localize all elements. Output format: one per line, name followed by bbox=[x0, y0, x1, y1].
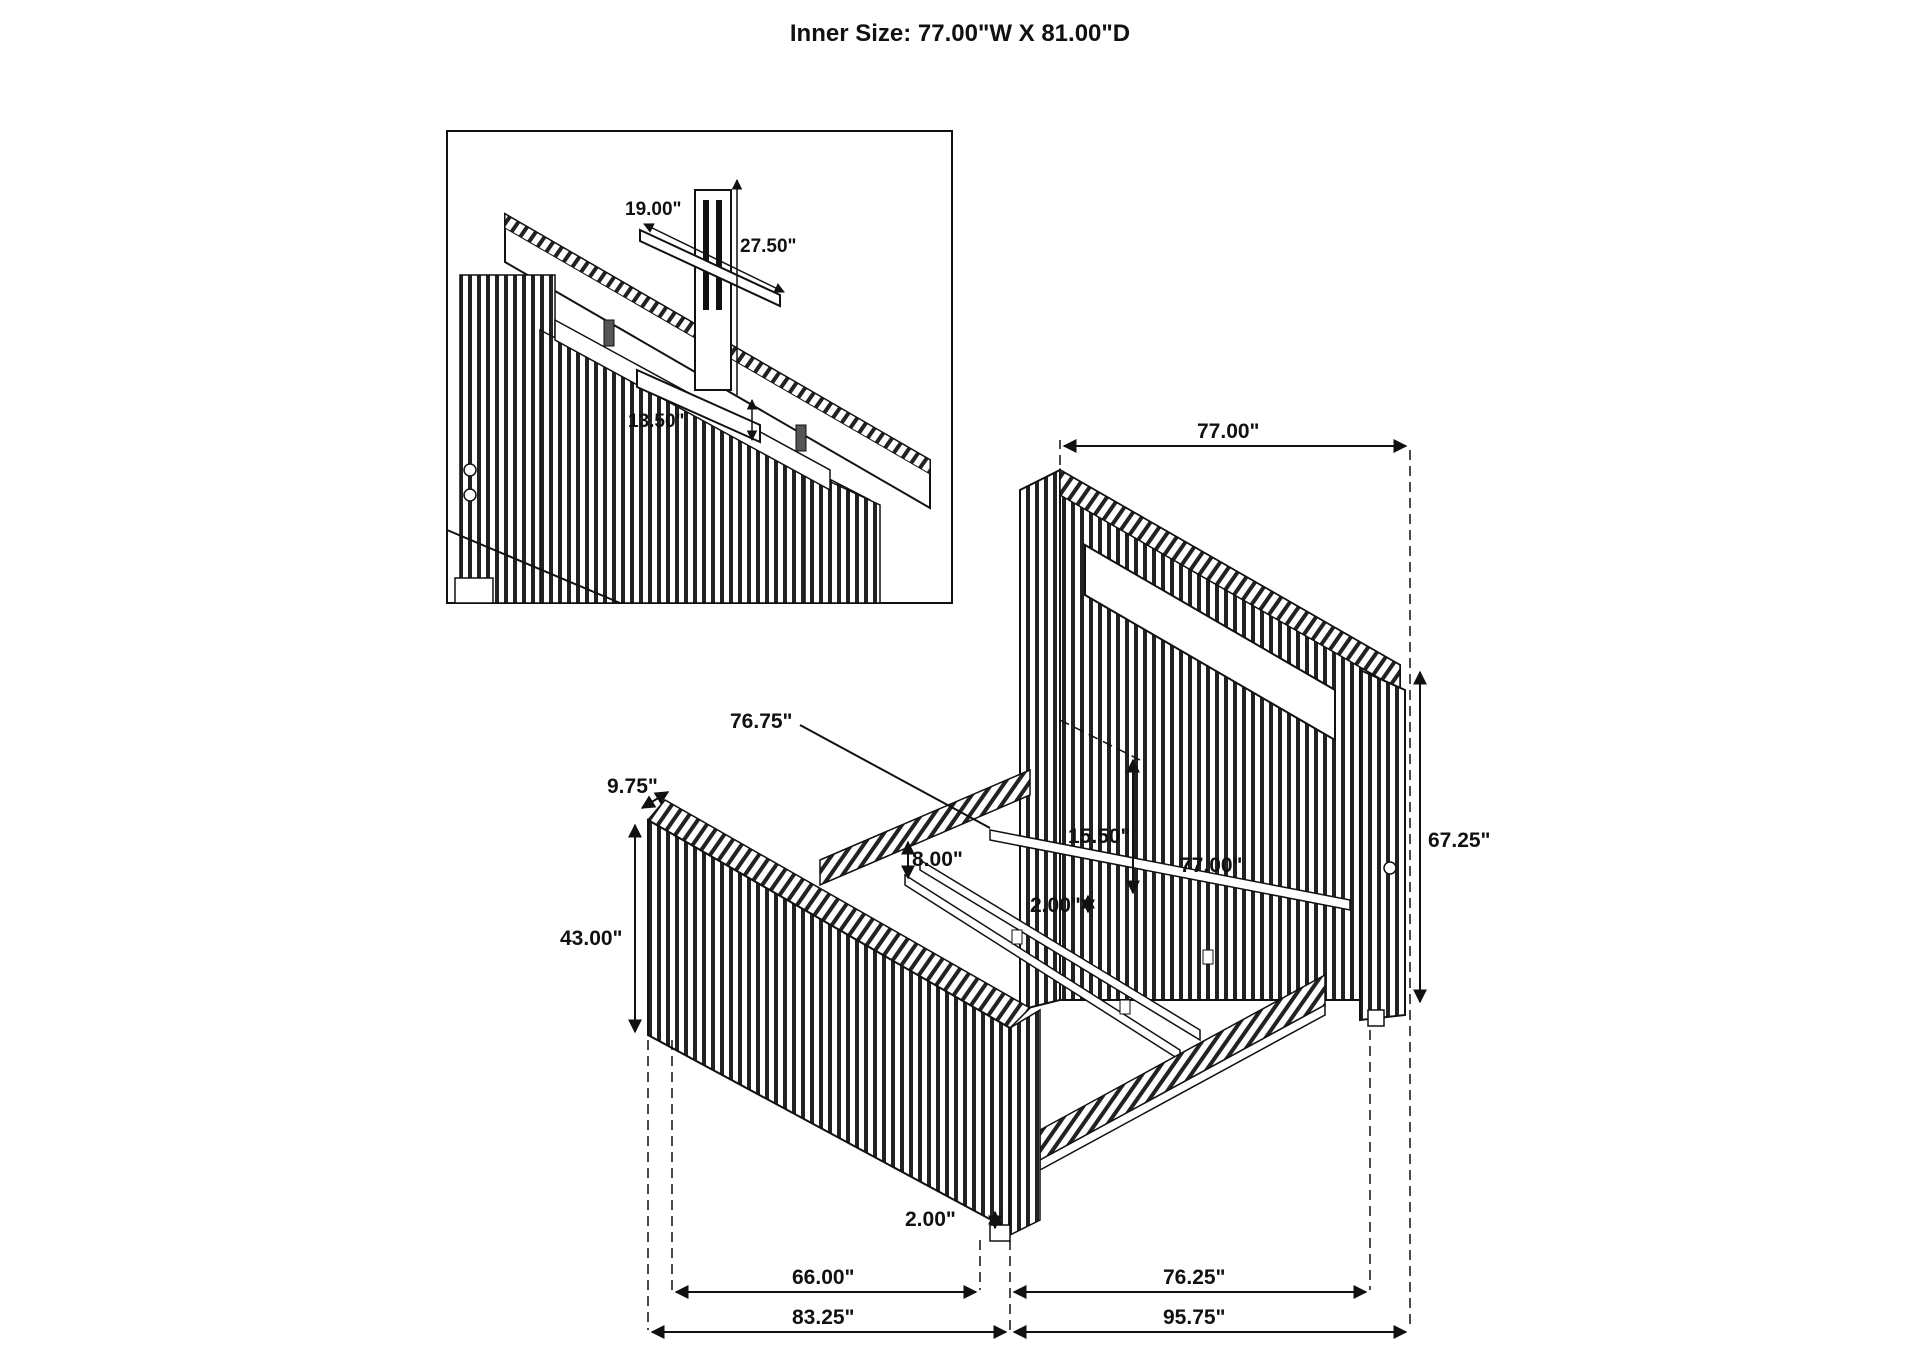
inset-clip-right bbox=[795, 424, 807, 452]
headboard bbox=[1019, 468, 1406, 1022]
label-footboard-depth: 9.75" bbox=[607, 775, 658, 798]
inset-label-width: 19.00" bbox=[625, 199, 682, 220]
label-length-inner: 66.00" bbox=[792, 1266, 855, 1289]
headboard-light-panel bbox=[1084, 543, 1336, 742]
inset-hole-1 bbox=[463, 463, 477, 477]
inset-label-mount: 13.50" bbox=[628, 411, 685, 432]
label-headboard-width: 77.00" bbox=[1197, 420, 1260, 443]
footboard-end bbox=[1009, 1008, 1041, 1237]
headboard-port bbox=[1383, 861, 1397, 875]
label-inner-width: 77.00" bbox=[1180, 854, 1243, 877]
footboard bbox=[646, 799, 1385, 1242]
slat-leg-1 bbox=[1011, 929, 1023, 945]
slat-leg-3 bbox=[1202, 949, 1214, 965]
label-clearance: 15.50" bbox=[1068, 825, 1131, 848]
headboard-right-post bbox=[1359, 668, 1406, 1022]
label-length-overall: 83.25" bbox=[792, 1306, 855, 1329]
label-rail-height: 8.00" bbox=[912, 848, 963, 871]
inset-base-bracket bbox=[636, 368, 761, 444]
far-side-rail bbox=[819, 768, 1031, 887]
extension-lines bbox=[647, 440, 1411, 1330]
slat-1 bbox=[989, 829, 1351, 911]
label-leg-height: 2.00" bbox=[905, 1208, 956, 1231]
inset-detail: 19.00" 27.50" 13.50" bbox=[446, 130, 953, 604]
inset-clip-left bbox=[603, 319, 615, 347]
slat-leg-2 bbox=[1119, 999, 1131, 1015]
label-slat-gap: 2.00" bbox=[1030, 894, 1081, 917]
inset-lower-rail bbox=[446, 529, 621, 604]
label-side-rail: 76.75" bbox=[730, 710, 793, 733]
headboard-leg bbox=[1367, 1009, 1385, 1027]
slat-2 bbox=[919, 858, 1201, 1042]
label-width-inner: 76.25" bbox=[1163, 1266, 1226, 1289]
slats bbox=[904, 829, 1351, 1062]
dim-line-side-rail bbox=[799, 724, 991, 829]
near-side-rail-top bbox=[1039, 973, 1326, 1162]
inset-post-slot-right bbox=[716, 200, 722, 310]
diagram-title: Inner Size: 77.00"W X 81.00"D bbox=[789, 20, 1131, 47]
label-footboard-height: 43.00" bbox=[560, 927, 623, 950]
label-headboard-height: 67.25" bbox=[1428, 829, 1491, 852]
inset-hole-2 bbox=[463, 488, 477, 502]
dimension-lines bbox=[628, 439, 1427, 1339]
inset-lower-block bbox=[454, 577, 494, 604]
label-width-overall: 95.75" bbox=[1163, 1306, 1226, 1329]
inset-label-height: 27.50" bbox=[740, 236, 797, 257]
footboard-leg bbox=[989, 1224, 1011, 1242]
inset-mount-post bbox=[694, 189, 732, 391]
bed-drawing: 77.00" 67.25" 76.75" 9.75" 43.00" 8.00" … bbox=[560, 420, 1491, 1339]
headboard-panel bbox=[1059, 468, 1401, 1001]
inset-right-block bbox=[804, 468, 881, 604]
dim-line-footboard-depth bbox=[640, 791, 670, 809]
inset-dim-line-width bbox=[643, 223, 785, 293]
